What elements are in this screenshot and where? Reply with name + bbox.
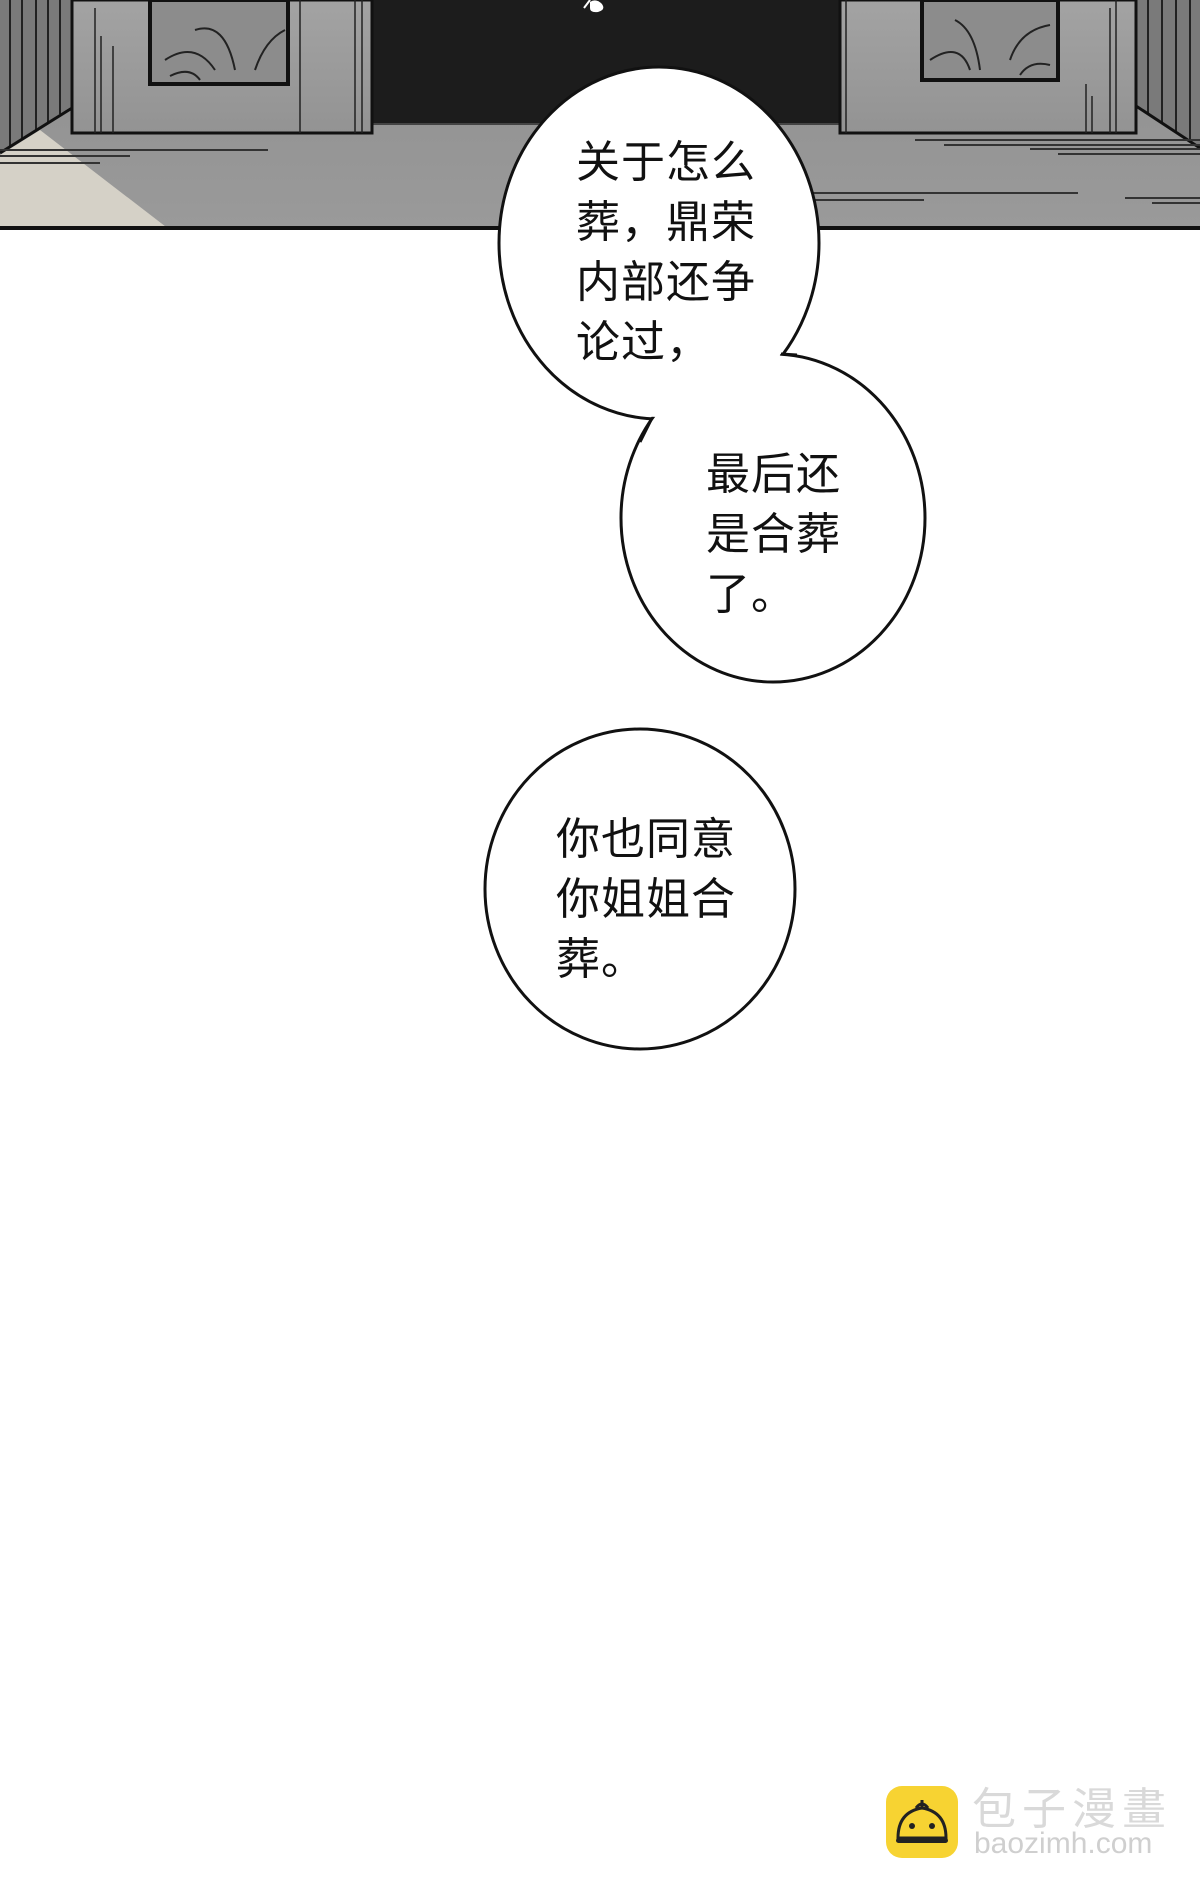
watermark-title: 包子漫畫 <box>972 1784 1172 1835</box>
speech-bubble-3: 你也同意 你姐姐合 葬。 <box>556 810 736 990</box>
watermark-url: baozimh.com <box>974 1827 1153 1860</box>
bubble-2-line: 最后还 <box>706 449 841 500</box>
bubble-2-line: 了。 <box>706 569 796 620</box>
steamed-bun-icon <box>886 1786 958 1858</box>
bubble-3-line: 葬。 <box>556 934 646 985</box>
bubble-3-line: 你姐姐合 <box>556 874 736 925</box>
speech-bubble-outlines <box>483 65 927 1051</box>
bubble-1-line: 葬，鼎荣 <box>576 197 756 248</box>
speech-bubble-1: 关于怎么 葬，鼎荣 内部还争 论过， <box>576 133 756 373</box>
hallway-artwork <box>0 0 1200 230</box>
watermark: 包子漫畫 baozimh.com <box>886 1784 1190 1860</box>
speech-bubble-2: 最后还 是合葬 了。 <box>706 445 841 625</box>
speech-bubble-3-outline <box>483 727 797 1051</box>
bubble-2-line: 是合葬 <box>706 509 841 560</box>
bubble-1-line: 内部还争 <box>576 257 756 308</box>
manga-panel-hallway <box>0 0 1200 230</box>
bubble-1-line: 论过， <box>576 317 711 368</box>
bubble-3-line: 你也同意 <box>556 814 736 865</box>
bubble-1-line: 关于怎么 <box>576 137 756 188</box>
